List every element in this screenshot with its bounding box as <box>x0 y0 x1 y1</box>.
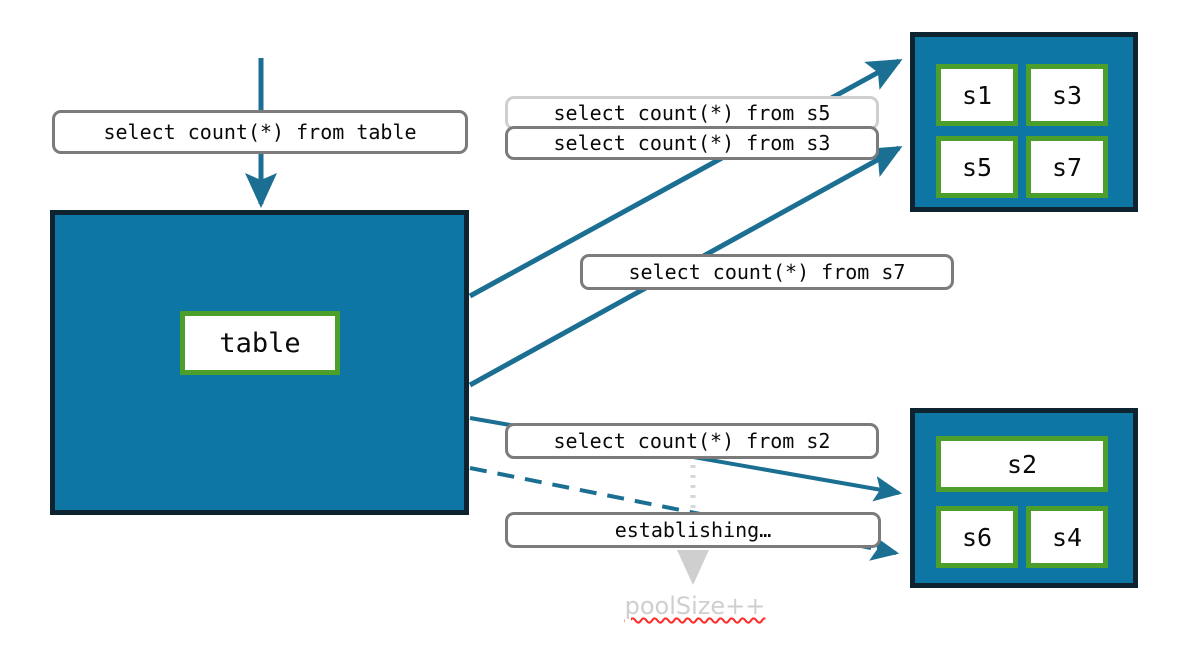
chip-s2[interactable]: s2 <box>936 436 1108 492</box>
status-label-establishing[interactable]: establishing… <box>505 512 881 548</box>
query-label-s5[interactable]: select count(*) from s5 <box>505 96 879 130</box>
poolsize-annotation: poolSize++ <box>575 592 815 620</box>
chip-s4[interactable]: s4 <box>1026 506 1108 568</box>
poolsize-annotation-text: poolSize++ <box>624 592 766 620</box>
chip-table[interactable]: table <box>180 311 340 375</box>
chip-s3[interactable]: s3 <box>1026 64 1108 126</box>
query-label-s2[interactable]: select count(*) from s2 <box>505 423 879 459</box>
query-label-s3[interactable]: select count(*) from s3 <box>505 126 879 160</box>
query-label-table[interactable]: select count(*) from table <box>52 110 468 154</box>
chip-s6[interactable]: s6 <box>936 506 1018 568</box>
chip-s1[interactable]: s1 <box>936 64 1018 126</box>
query-label-s7[interactable]: select count(*) from s7 <box>580 254 954 290</box>
chip-s7[interactable]: s7 <box>1026 136 1108 198</box>
chip-s5[interactable]: s5 <box>936 136 1018 198</box>
